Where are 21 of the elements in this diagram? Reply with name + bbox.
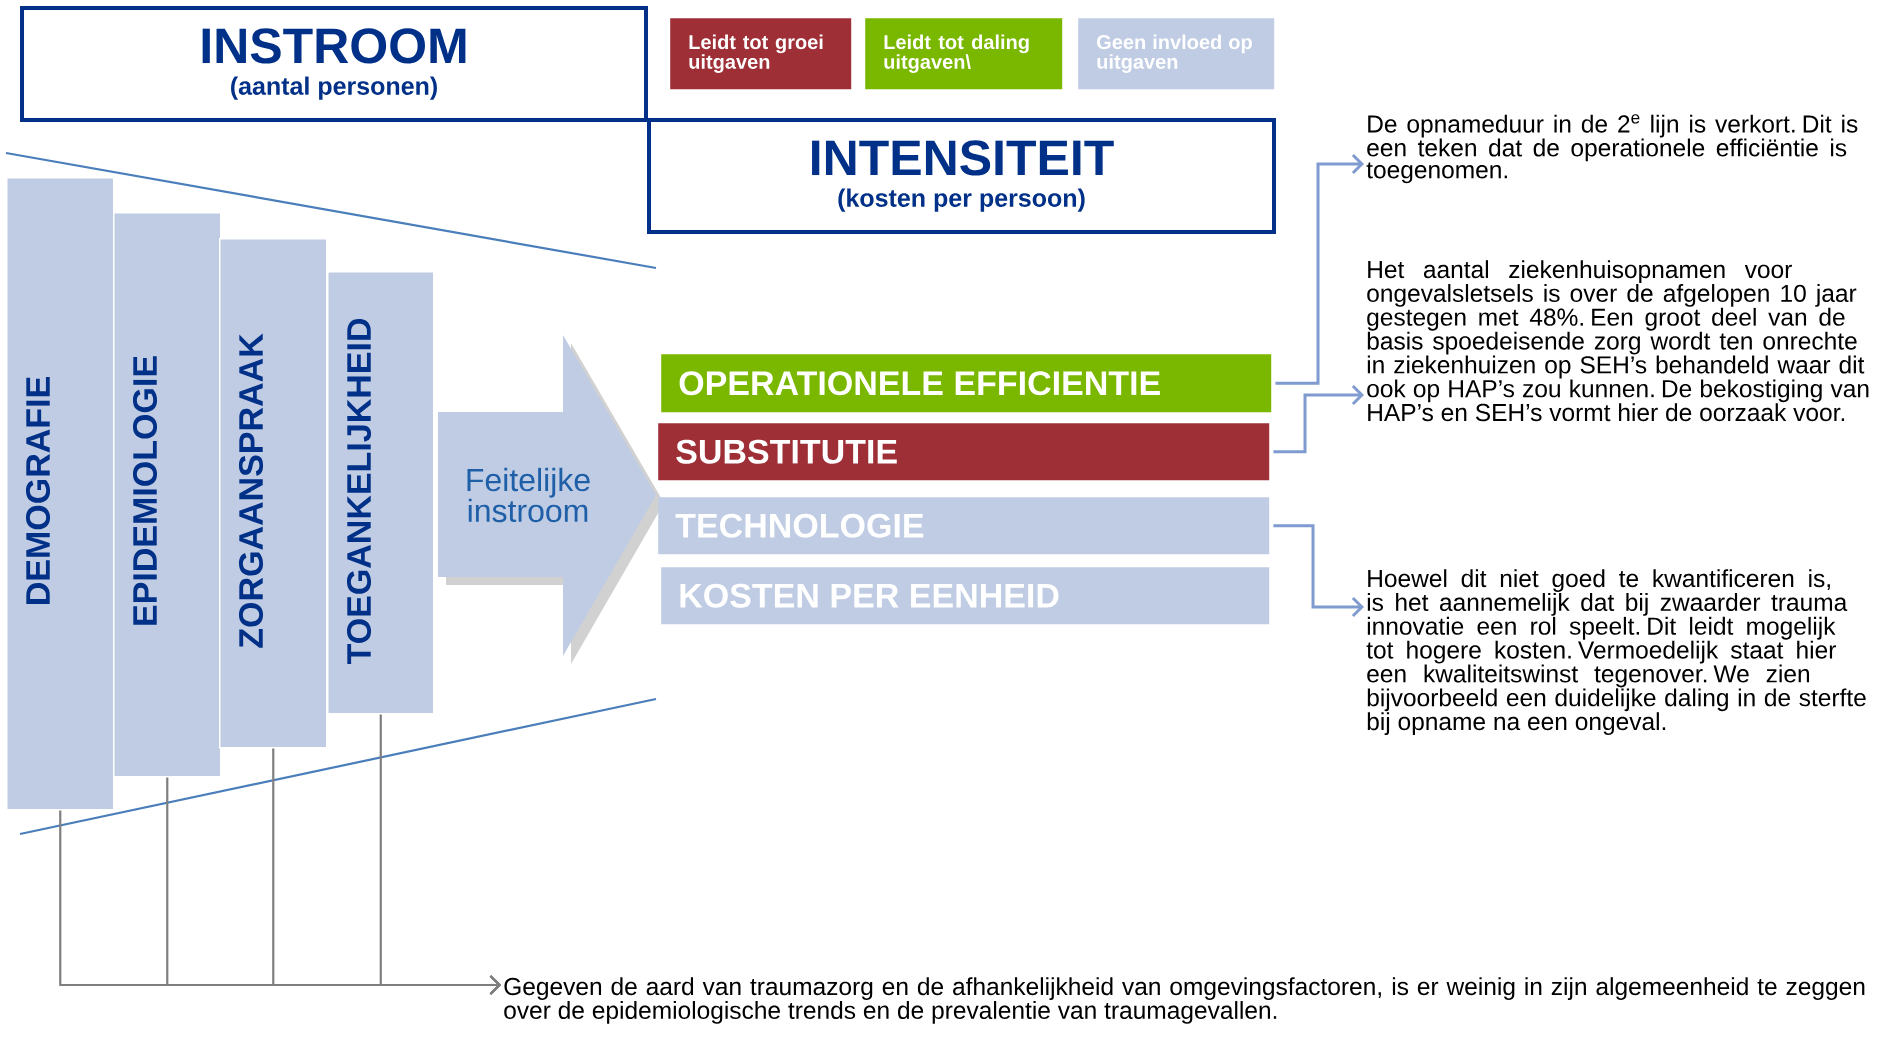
category-bar: TECHNOLOGIE <box>658 497 1270 555</box>
factor-bar: ZORGAANSPRAAK <box>219 238 328 749</box>
factor-bar: EPIDEMIOLOGIE <box>113 212 222 778</box>
connector-arrow <box>1273 524 1364 618</box>
factor-bar: DEMOGRAFIE <box>6 177 115 811</box>
note-text: Het aantal ziekenhuisopnamen voor ongevalsletsels is over de afgelopen 10 jaar gestegen met 48%. Een groot deel van de basis spoedeisende zorg wordt ten onrechte in ziekenhuizen op SEH’s behandeld waar dit ook op HAP’s zou kunnen. De bekostiging van HAP’s en SEH’s vormt hier de oorzaak voor. <box>1367 260 1869 422</box>
note-text: Gegeven de aard van traumazorg en de afhankelijkheid van omgevingsfactoren, is er weinig in zijn algemeenheid te zeggen over de epidemiologische trends en de prevalentie van traumagevallen. <box>504 977 1865 1024</box>
note-text: De opnameduur in de 2$^{e}$ lijn is verkort. Dit is een teken dat de operationele efficiëntie is toegenomen. <box>1366 114 1858 184</box>
connector-arrow <box>379 714 501 995</box>
category-bar: KOSTEN PER EENHEID <box>661 567 1270 625</box>
legend-item: Leidt tot daling uitgaven\ <box>865 18 1063 90</box>
category-bar: SUBSTITUTIE <box>658 423 1270 481</box>
header-box: INTENSITEIT (kosten per persoon) <box>647 118 1276 234</box>
legend-item: Leidt tot groei uitgaven <box>670 18 852 90</box>
legend-item: Geen invloed op uitgaven <box>1078 18 1275 90</box>
connector-arrow <box>1273 384 1364 454</box>
note-text: Hoewel dit niet goed te kwantificeren is, is het aannemelijk dat bij zwaarder trauma innovatie een rol speelt. Dit leidt mogelijk tot hogere kosten. Vermoedelijk staat hier een kwaliteitswinst tegenover. We zien bijvoorbeeld een duidelijke daling in de sterfte bij opname na een ongeval. <box>1366 569 1866 736</box>
factor-bar: TOEGANKELIJKHEID <box>327 271 435 715</box>
connector-arrow <box>1275 153 1364 385</box>
category-bar: OPERATIONELE EFFICIENTIE <box>661 354 1272 413</box>
header-box: INSTROOM (aantal personen) <box>20 6 648 122</box>
